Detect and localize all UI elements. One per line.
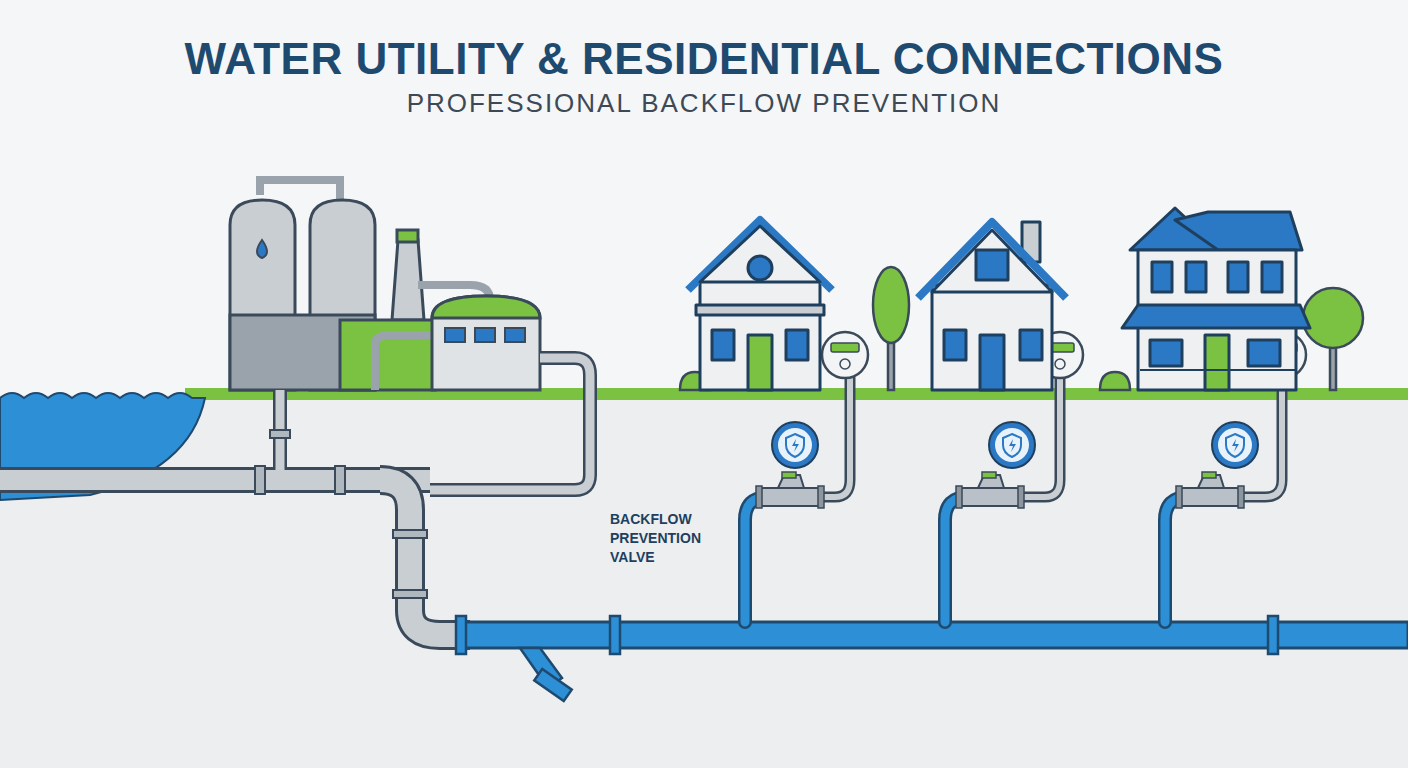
diagram-title: WATER UTILITY & RESIDENTIAL CONNECTIONS	[185, 34, 1224, 84]
callout-label: BACKFLOW PREVENTION VALVE	[610, 510, 720, 567]
subtitle: PROFESSIONAL BACKFLOW PREVENTION	[407, 88, 1002, 119]
